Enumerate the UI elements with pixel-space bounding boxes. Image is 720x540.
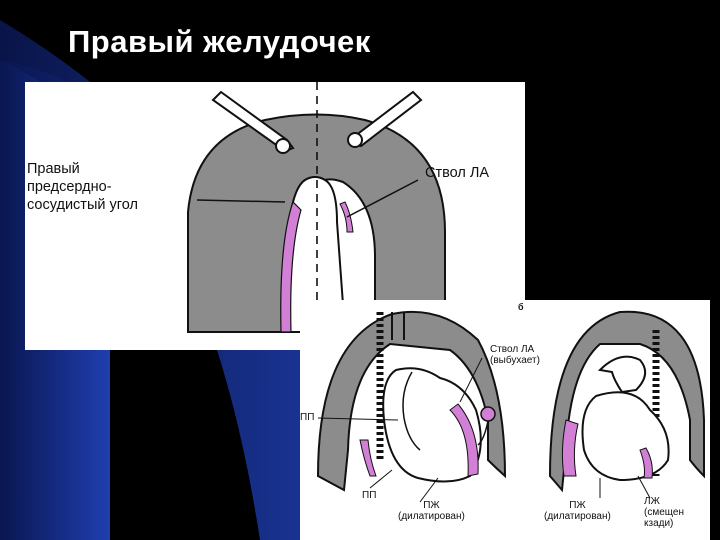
figure-b-panel: Ствол ЛА (выбухает) ПП ПП ПЖ (дилатирова… bbox=[300, 300, 710, 540]
figure-b-rv-right-label: ПЖ (дилатирован) bbox=[544, 500, 611, 522]
figure-b-ra-side-label: ПП bbox=[300, 412, 314, 423]
figure-b-lv-label: ЛЖ (смещен кзади) bbox=[644, 496, 684, 529]
figure-b-trunk-label: Ствол ЛА (выбухает) bbox=[490, 344, 540, 366]
figure-b-right-heart bbox=[583, 392, 669, 480]
figure-b-ra-bottom-label: ПП bbox=[362, 490, 376, 501]
figure-a-trunk-highlight bbox=[340, 202, 353, 232]
figure-a-trunk-label: Ствол ЛА bbox=[425, 164, 489, 182]
slide-title: Правый желудочек bbox=[68, 24, 371, 60]
figure-b-marker: б bbox=[518, 302, 524, 312]
figure-b-trunk-bulge bbox=[481, 407, 495, 421]
figure-a-angle-label: Правый предсердно- сосудистый угол bbox=[27, 160, 138, 214]
figure-b-rv-left-label: ПЖ (дилатирован) bbox=[398, 500, 465, 522]
figure-b-right-rv-highlight bbox=[562, 420, 578, 476]
